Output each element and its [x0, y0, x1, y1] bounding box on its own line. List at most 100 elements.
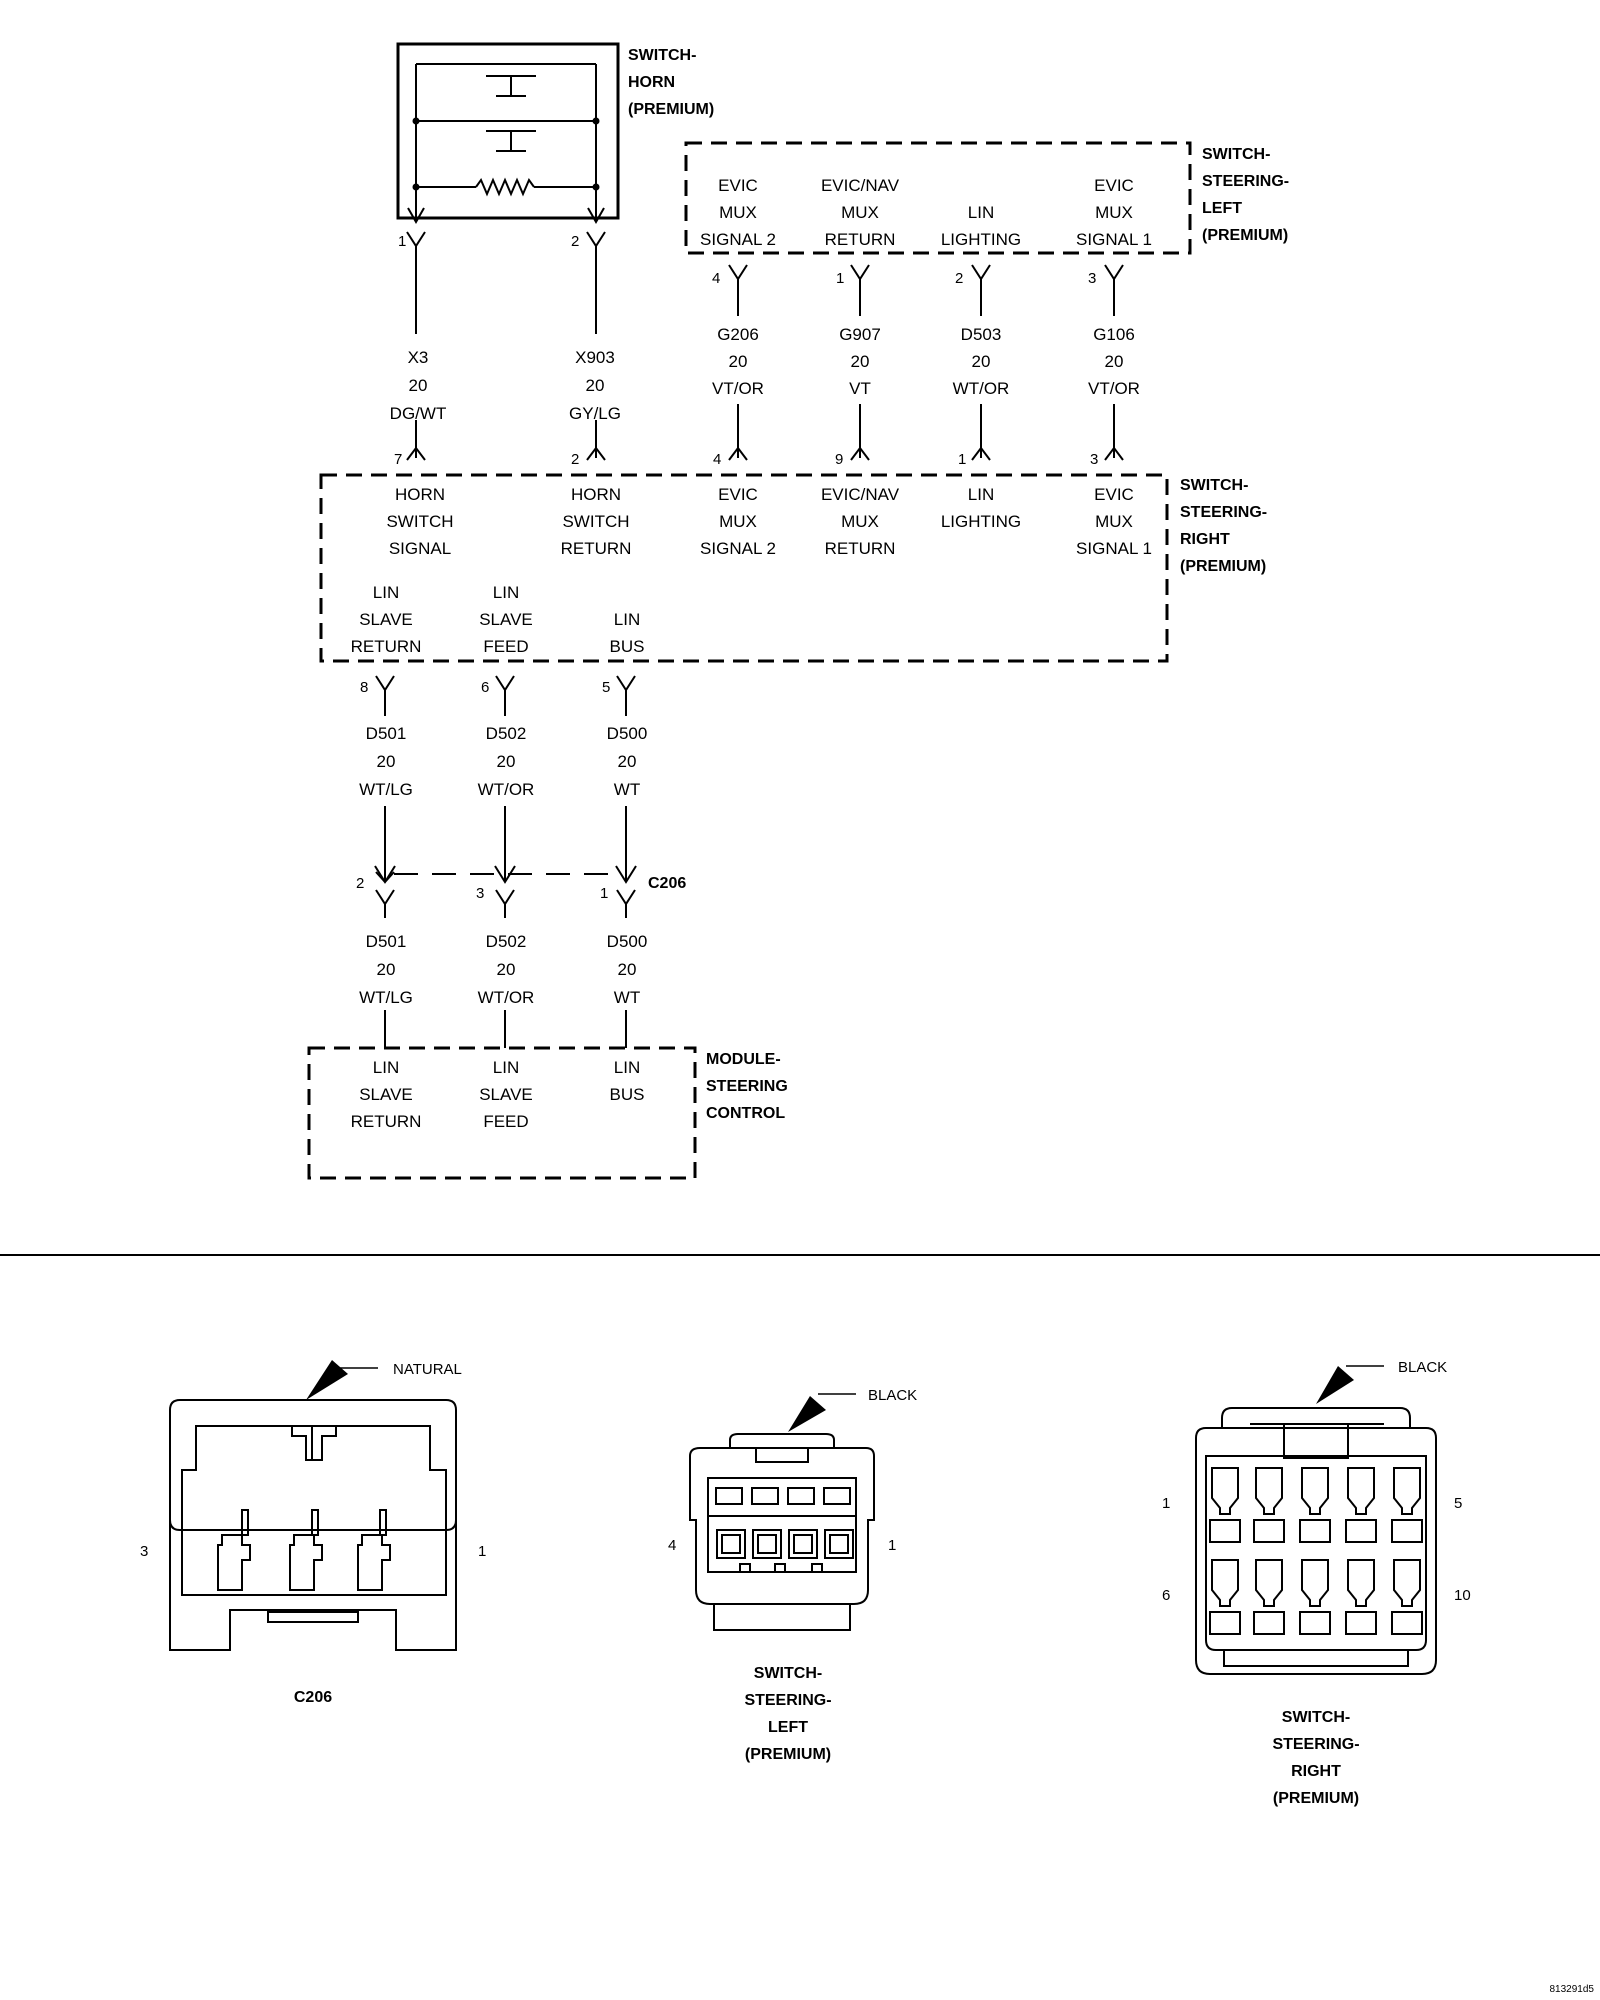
svg-text:G907: G907	[839, 325, 881, 344]
svg-text:MUX: MUX	[719, 512, 757, 531]
svg-text:BLACK: BLACK	[1398, 1359, 1447, 1376]
svg-text:X3: X3	[408, 348, 429, 367]
svg-text:X903: X903	[575, 348, 615, 367]
svg-text:6: 6	[1162, 1587, 1170, 1604]
svg-text:DG/WT: DG/WT	[390, 404, 447, 423]
svg-text:SWITCH: SWITCH	[386, 512, 453, 531]
svg-text:RETURN: RETURN	[825, 539, 896, 558]
svg-text:MUX: MUX	[1095, 512, 1133, 531]
svg-text:LIN: LIN	[968, 485, 994, 504]
ssr-connector-view: BLACK 1 5 6 10 SWITCH- STEERING- RIGHT (…	[1162, 1359, 1471, 1807]
ssl-pin-lin-lighting: LIN LIGHTING 2 D503 20 WT/OR 1	[941, 203, 1021, 468]
module-pin-lin-slave-feed: D502 20 WT/OR LIN SLAVE FEED	[478, 932, 535, 1131]
svg-text:(PREMIUM): (PREMIUM)	[745, 1746, 831, 1763]
svg-text:D501: D501	[366, 932, 407, 951]
svg-text:SIGNAL 2: SIGNAL 2	[700, 230, 776, 249]
svg-text:SWITCH: SWITCH	[562, 512, 629, 531]
svg-text:SWITCH-: SWITCH-	[628, 47, 696, 64]
ssr-pin-evic-signal-1: EVIC MUX SIGNAL 1	[1076, 485, 1152, 558]
module-box	[307, 1046, 697, 1180]
svg-text:3: 3	[476, 885, 484, 902]
wire-lines	[374, 231, 1124, 1048]
svg-text:RETURN: RETURN	[351, 637, 422, 656]
svg-text:MODULE-: MODULE-	[706, 1051, 781, 1068]
svg-text:SIGNAL 1: SIGNAL 1	[1076, 230, 1152, 249]
module-title: MODULE- STEERING CONTROL	[706, 1051, 788, 1122]
svg-text:3: 3	[1088, 270, 1096, 287]
svg-text:VT: VT	[849, 379, 871, 398]
svg-text:2: 2	[571, 451, 579, 468]
svg-text:LIN: LIN	[968, 203, 994, 222]
svg-text:SWITCH-: SWITCH-	[1282, 1709, 1350, 1726]
svg-text:G106: G106	[1093, 325, 1135, 344]
horn-pin-2: 2	[571, 233, 579, 250]
svg-text:1: 1	[888, 1537, 896, 1554]
svg-text:MUX: MUX	[841, 512, 879, 531]
svg-text:STEERING-: STEERING-	[1202, 173, 1289, 190]
svg-text:20: 20	[377, 752, 396, 771]
svg-text:EVIC/NAV: EVIC/NAV	[821, 485, 900, 504]
svg-text:D500: D500	[607, 724, 648, 743]
svg-text:RETURN: RETURN	[351, 1112, 422, 1131]
svg-text:4: 4	[713, 451, 721, 468]
svg-text:EVIC: EVIC	[1094, 176, 1134, 195]
svg-text:LIN: LIN	[614, 610, 640, 629]
svg-text:WT/OR: WT/OR	[478, 780, 535, 799]
svg-text:SWITCH-: SWITCH-	[1202, 146, 1270, 163]
svg-text:D501: D501	[366, 724, 407, 743]
svg-text:4: 4	[668, 1537, 676, 1554]
svg-text:LIN: LIN	[373, 1058, 399, 1077]
svg-text:1: 1	[958, 451, 966, 468]
svg-text:FEED: FEED	[483, 637, 528, 656]
svg-text:MUX: MUX	[719, 203, 757, 222]
svg-text:SWITCH-: SWITCH-	[754, 1665, 822, 1682]
svg-text:SLAVE: SLAVE	[359, 610, 413, 629]
svg-text:WT/OR: WT/OR	[478, 988, 535, 1007]
svg-text:20: 20	[497, 960, 516, 979]
svg-text:SLAVE: SLAVE	[479, 1085, 533, 1104]
svg-text:7: 7	[394, 451, 402, 468]
svg-text:SLAVE: SLAVE	[479, 610, 533, 629]
svg-text:EVIC: EVIC	[1094, 485, 1134, 504]
svg-text:VT/OR: VT/OR	[1088, 379, 1140, 398]
svg-text:20: 20	[586, 376, 605, 395]
svg-text:1: 1	[836, 270, 844, 287]
svg-text:BLACK: BLACK	[868, 1387, 917, 1404]
svg-text:20: 20	[1105, 352, 1124, 371]
module-pin-lin-slave-return: D501 20 WT/LG LIN SLAVE RETURN	[351, 932, 422, 1131]
svg-text:(PREMIUM): (PREMIUM)	[628, 101, 714, 118]
ssl-pin-evic-nav-return: EVIC/NAV MUX RETURN 1 G907 20 VT 9	[821, 176, 900, 468]
svg-text:LIN: LIN	[373, 583, 399, 602]
svg-text:SWITCH-: SWITCH-	[1180, 477, 1248, 494]
svg-text:1: 1	[478, 1543, 486, 1560]
figure-id: 813291d5	[1550, 1984, 1595, 1995]
svg-text:G206: G206	[717, 325, 759, 344]
svg-text:LIGHTING: LIGHTING	[941, 512, 1021, 531]
svg-text:10: 10	[1454, 1587, 1471, 1604]
svg-text:HORN: HORN	[628, 74, 675, 91]
wire-x3: X3 20 DG/WT 7	[390, 348, 447, 468]
svg-text:LEFT: LEFT	[768, 1719, 808, 1736]
ssl-box	[684, 141, 1192, 255]
svg-text:WT/OR: WT/OR	[953, 379, 1010, 398]
svg-text:1: 1	[600, 885, 608, 902]
ssl-cavities	[715, 1487, 854, 1573]
svg-text:SLAVE: SLAVE	[359, 1085, 413, 1104]
svg-text:STEERING: STEERING	[706, 1078, 788, 1095]
horn-switch-title: SWITCH- HORN (PREMIUM)	[628, 47, 714, 118]
module-pin-lin-bus: D500 20 WT LIN BUS	[607, 932, 648, 1104]
svg-text:MUX: MUX	[1095, 203, 1133, 222]
svg-text:RIGHT: RIGHT	[1291, 1763, 1341, 1780]
svg-text:1: 1	[1162, 1495, 1170, 1512]
svg-text:BUS: BUS	[610, 637, 645, 656]
svg-text:LIN: LIN	[493, 583, 519, 602]
svg-text:SIGNAL 2: SIGNAL 2	[700, 539, 776, 558]
svg-text:RETURN: RETURN	[561, 539, 632, 558]
svg-text:VT/OR: VT/OR	[712, 379, 764, 398]
ssr-pin-horn-switch-return: HORN SWITCH RETURN	[561, 485, 632, 558]
svg-text:20: 20	[972, 352, 991, 371]
ssl-pin-evic-signal-2: EVIC MUX SIGNAL 2 4 G206 20 VT/OR 4	[700, 176, 776, 468]
svg-text:STEERING-: STEERING-	[744, 1692, 831, 1709]
ssr-title: SWITCH- STEERING- RIGHT (PREMIUM)	[1180, 477, 1267, 575]
svg-text:BUS: BUS	[610, 1085, 645, 1104]
